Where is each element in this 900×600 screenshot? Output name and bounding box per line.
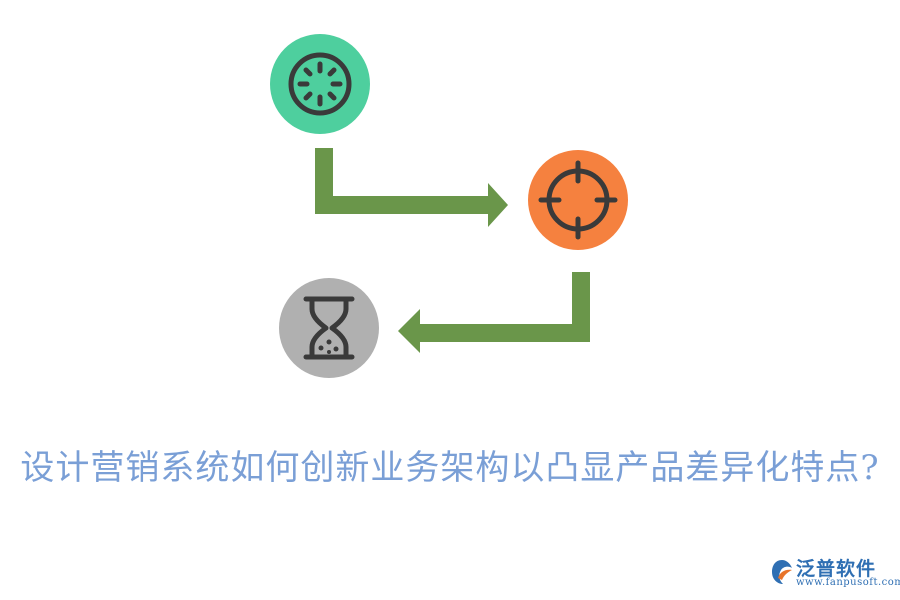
flow-diagram — [270, 34, 628, 378]
brand-url: www.fanpusoft.com — [796, 577, 900, 588]
brand-name: 泛普软件 — [796, 558, 877, 580]
green-node — [270, 34, 370, 134]
orange-node — [528, 150, 628, 250]
brand-watermark: 泛普软件 www.fanpusoft.com — [770, 554, 900, 594]
arrow-orange-to-gray — [398, 272, 590, 353]
fanpu-logo-icon — [772, 560, 792, 584]
gray-node — [279, 278, 379, 378]
crosshair-target-icon — [538, 160, 618, 240]
loading-spinner-icon — [288, 52, 352, 116]
arrow-green-to-orange — [315, 148, 508, 227]
hourglass-icon — [303, 296, 355, 360]
page-title: 设计营销系统如何创新业务架构以凸显产品差异化特点? — [20, 448, 880, 488]
